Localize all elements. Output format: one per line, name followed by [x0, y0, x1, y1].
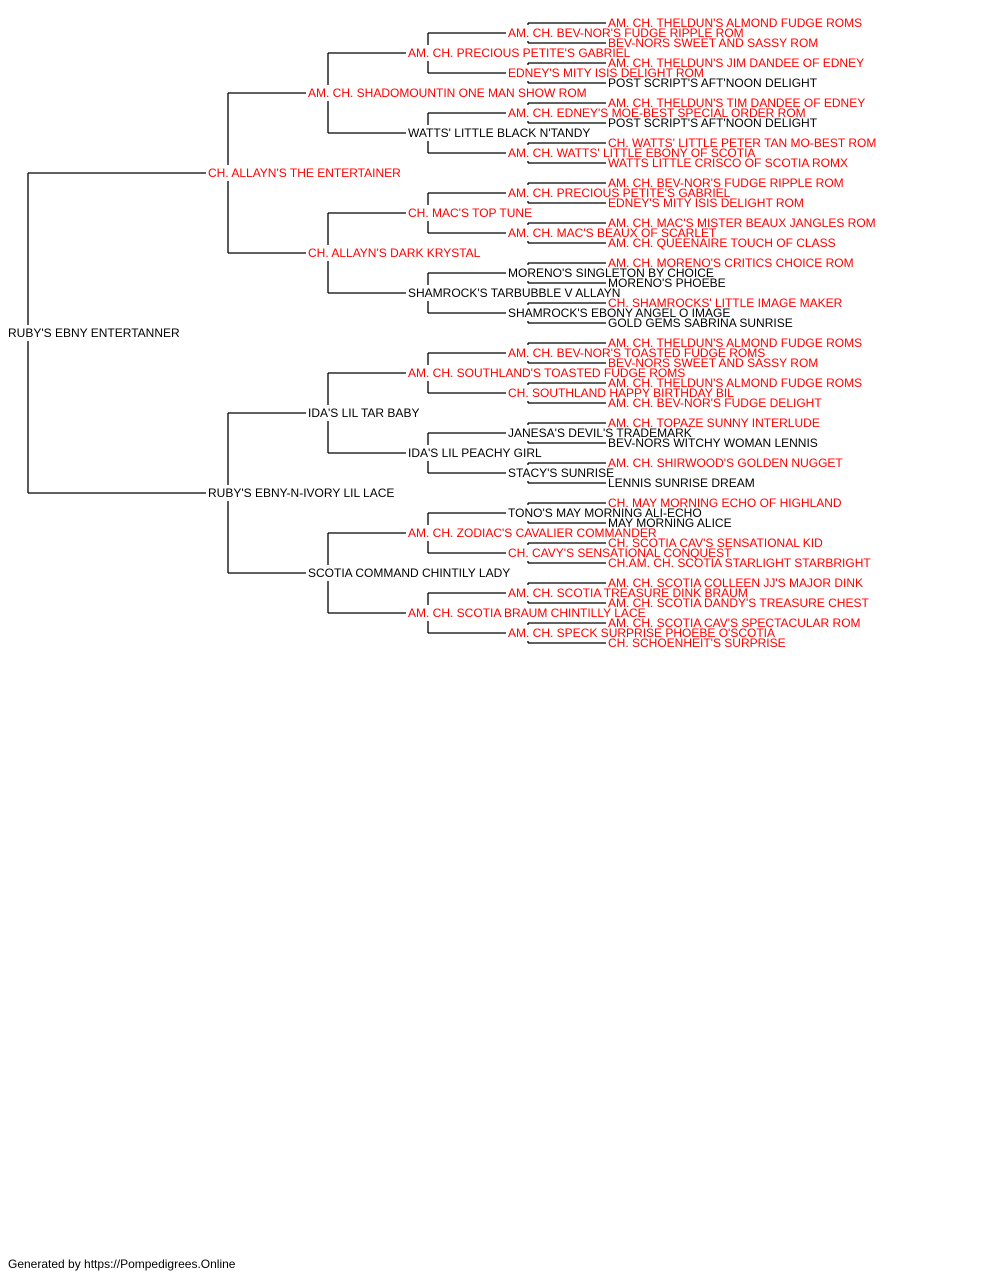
gen4-ancestor-name[interactable]: AM. CH. MAC'S BEAUX OF SCARLET — [508, 226, 717, 240]
gen5-ancestor-name[interactable]: CH. MAY MORNING ECHO OF HIGHLAND — [608, 496, 842, 510]
great-grandparent-name[interactable]: AM. CH. SOUTHLAND'S TOASTED FUDGE ROMS — [408, 366, 686, 380]
grandparent-name[interactable]: AM. CH. SHADOMOUNTIN ONE MAN SHOW ROM — [308, 86, 587, 100]
gen5-ancestor-name[interactable]: AM. CH. MORENO'S CRITICS CHOICE ROM — [608, 256, 854, 270]
gen5-ancestor-name[interactable]: AM. CH. TOPAZE SUNNY INTERLUDE — [608, 416, 820, 430]
gen5-ancestor-name[interactable]: CH. WATTS' LITTLE PETER TAN MO-BEST ROM — [608, 136, 877, 150]
parent-name[interactable]: RUBY'S EBNY-N-IVORY LIL LACE — [208, 486, 395, 500]
gen5-ancestor-name[interactable]: WATTS LITTLE CRISCO OF SCOTIA ROMX — [608, 156, 849, 170]
gen5-ancestor-name[interactable]: GOLD GEMS SABRINA SUNRISE — [608, 316, 793, 330]
gen4-ancestor-name[interactable]: AM. CH. SCOTIA TREASURE DINK BRAUM — [508, 586, 748, 600]
gen5-ancestor-name[interactable]: BEV-NORS SWEET AND SASSY ROM — [608, 36, 819, 50]
great-grandparent-name[interactable]: SHAMROCK'S TARBUBBLE V ALLAYN — [408, 286, 621, 300]
gen5-ancestor-name[interactable]: AM. CH. QUEENAIRE TOUCH OF CLASS — [608, 236, 836, 250]
gen4-ancestor-name[interactable]: MORENO'S SINGLETON BY CHOICE — [508, 266, 714, 280]
gen4-ancestor-name[interactable]: AM. CH. BEV-NOR'S FUDGE RIPPLE ROM — [508, 26, 744, 40]
gen5-ancestor-name[interactable]: AM. CH. THELDUN'S ALMOND FUDGE ROMS — [608, 336, 863, 350]
gen4-ancestor-name[interactable]: SHAMROCK'S EBONY ANGEL O IMAGE — [508, 306, 731, 320]
gen5-ancestor-name[interactable]: AM. CH. BEV-NOR'S FUDGE RIPPLE ROM — [608, 176, 844, 190]
gen5-ancestor-name[interactable]: AM. CH. SCOTIA DANDY'S TREASURE CHEST — [608, 596, 869, 610]
gen5-ancestor-name[interactable]: CH. SHAMROCKS' LITTLE IMAGE MAKER — [608, 296, 843, 310]
gen5-ancestor-name[interactable]: LENNIS SUNRISE DREAM — [608, 476, 755, 490]
grandparent-name[interactable]: IDA'S LIL TAR BABY — [308, 406, 420, 420]
gen4-ancestor-name[interactable]: AM. CH. WATTS' LITTLE EBONY OF SCOTIA — [508, 146, 756, 160]
grandparent-name[interactable]: CH. ALLAYN'S DARK KRYSTAL — [308, 246, 481, 260]
gen5-ancestor-name[interactable]: AM. CH. THELDUN'S ALMOND FUDGE ROMS — [608, 376, 863, 390]
gen5-ancestor-name[interactable]: AM. CH. THELDUN'S TIM DANDEE OF EDNEY — [608, 96, 866, 110]
gen5-ancestor-name[interactable]: BEV-NORS WITCHY WOMAN LENNIS — [608, 436, 818, 450]
great-grandparent-name[interactable]: AM. CH. SCOTIA BRAUM CHINTILLY LACE — [408, 606, 646, 620]
gen5-ancestor-name[interactable]: EDNEY'S MITY ISIS DELIGHT ROM — [608, 196, 804, 210]
subject-name[interactable]: RUBY'S EBNY ENTERTANNER — [8, 326, 180, 340]
great-grandparent-name[interactable]: IDA'S LIL PEACHY GIRL — [408, 446, 542, 460]
gen5-ancestor-name[interactable]: AM. CH. BEV-NOR'S FUDGE DELIGHT — [608, 396, 822, 410]
gen4-ancestor-name[interactable]: CH. CAVY'S SENSATIONAL CONQUEST — [508, 546, 732, 560]
gen5-ancestor-name[interactable]: POST SCRIPT'S AFT'NOON DELIGHT — [608, 76, 818, 90]
gen4-ancestor-name[interactable]: AM. CH. EDNEY'S MOE-BEST SPECIAL ORDER R… — [508, 106, 806, 120]
grandparent-name[interactable]: SCOTIA COMMAND CHINTILY LADY — [308, 566, 511, 580]
great-grandparent-name[interactable]: CH. MAC'S TOP TUNE — [408, 206, 533, 220]
gen5-ancestor-name[interactable]: CH.AM. CH. SCOTIA STARLIGHT STARBRIGHT — [608, 556, 871, 570]
gen5-ancestor-name[interactable]: AM. CH. MAC'S MISTER BEAUX JANGLES ROM — [608, 216, 876, 230]
great-grandparent-name[interactable]: WATTS' LITTLE BLACK N'TANDY — [408, 126, 591, 140]
gen4-ancestor-name[interactable]: STACY'S SUNRISE — [508, 466, 615, 480]
gen5-ancestor-name[interactable]: MAY MORNING ALICE — [608, 516, 732, 530]
gen5-ancestor-name[interactable]: MORENO'S PHOEBE — [608, 276, 726, 290]
great-grandparent-name[interactable]: AM. CH. ZODIAC'S CAVALIER COMMANDER — [408, 526, 657, 540]
great-grandparent-name[interactable]: AM. CH. PRECIOUS PETITE'S GABRIEL — [408, 46, 631, 60]
gen5-ancestor-name[interactable]: AM. CH. SCOTIA COLLEEN JJ'S MAJOR DINK — [608, 576, 863, 590]
gen5-ancestor-name[interactable]: BEV-NORS SWEET AND SASSY ROM — [608, 356, 819, 370]
footer-credit: Generated by https://Pompedigrees.Online — [8, 1257, 236, 1271]
gen5-ancestor-name[interactable]: AM. CH. SCOTIA CAV'S SPECTACULAR ROM — [608, 616, 861, 630]
gen5-ancestor-name[interactable]: CH. SCOTIA CAV'S SENSATIONAL KID — [608, 536, 823, 550]
gen4-ancestor-name[interactable]: JANESA'S DEVIL'S TRADEMARK — [508, 426, 692, 440]
gen4-ancestor-name[interactable]: TONO'S MAY MORNING ALI-ECHO — [508, 506, 702, 520]
gen5-ancestor-name[interactable]: AM. CH. THELDUN'S JIM DANDEE OF EDNEY — [608, 56, 865, 70]
gen4-ancestor-name[interactable]: CH. SOUTHLAND HAPPY BIRTHDAY BIL — [508, 386, 734, 400]
gen4-ancestor-name[interactable]: AM. CH. PRECIOUS PETITE'S GABRIEL — [508, 186, 731, 200]
gen4-ancestor-name[interactable]: AM. CH. SPECK SURPRISE PHOEBE O'SCOTIA — [508, 626, 776, 640]
gen4-ancestor-name[interactable]: EDNEY'S MITY ISIS DELIGHT ROM — [508, 66, 704, 80]
parent-name[interactable]: CH. ALLAYN'S THE ENTERTAINER — [208, 166, 401, 180]
gen5-ancestor-name[interactable]: AM. CH. SHIRWOOD'S GOLDEN NUGGET — [608, 456, 843, 470]
gen5-ancestor-name[interactable]: AM. CH. THELDUN'S ALMOND FUDGE ROMS — [608, 16, 863, 30]
gen4-ancestor-name[interactable]: AM. CH. BEV-NOR'S TOASTED FUDGE ROMS — [508, 346, 766, 360]
gen5-ancestor-name[interactable]: CH. SCHOENHEIT'S SURPRISE — [608, 636, 786, 650]
gen5-ancestor-name[interactable]: POST SCRIPT'S AFT'NOON DELIGHT — [608, 116, 818, 130]
